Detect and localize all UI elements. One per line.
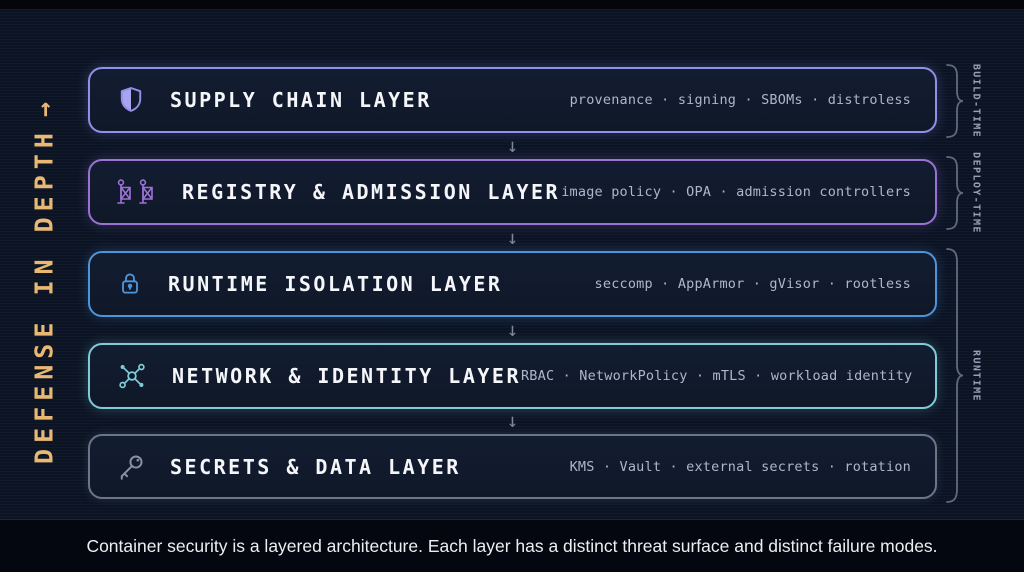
layer-tags: RBAC · NetworkPolicy · mTLS · workload i… [520, 368, 913, 384]
up-arrow-icon: → [29, 102, 59, 118]
layer-registry-admission: REGISTRY & ADMISSION LAYER image policy … [88, 159, 937, 225]
shield-icon [116, 85, 146, 115]
layer-title: REGISTRY & ADMISSION LAYER [182, 180, 561, 204]
side-title-text: DEFENSE IN DEPTH [29, 127, 59, 464]
layer-secrets-data: SECRETS & DATA LAYER KMS · Vault · exter… [88, 434, 937, 499]
layer-title: RUNTIME ISOLATION LAYER [168, 272, 503, 296]
layer-tags: seccomp · AppArmor · gVisor · rootless [594, 276, 911, 292]
footer-caption: Container security is a layered architec… [0, 519, 1024, 572]
layer-title: SECRETS & DATA LAYER [170, 454, 461, 479]
layer-runtime-isolation: RUNTIME ISOLATION LAYER seccomp · AppArm… [88, 251, 937, 317]
down-arrow-icon: ↓ [506, 409, 519, 432]
down-arrow-icon: ↓ [506, 226, 519, 249]
layer-network-identity: NETWORK & IDENTITY LAYER RBAC · NetworkP… [88, 343, 937, 409]
phase-bracket-build-time [944, 64, 966, 138]
down-arrow-icon: ↓ [506, 134, 519, 157]
phase-label-runtime: RUNTIME [970, 350, 982, 402]
layer-title: NETWORK & IDENTITY LAYER [172, 364, 521, 388]
phase-bracket-runtime [944, 248, 966, 503]
down-arrow-icon: ↓ [506, 318, 519, 341]
gate-icon [116, 178, 158, 206]
phase-label-deploy-time: DEPLOY-TIME [970, 152, 982, 234]
lock-icon [116, 270, 144, 298]
key-icon [116, 452, 146, 482]
footer-text: Container security is a layered architec… [86, 536, 938, 556]
phase-bracket-deploy-time [944, 156, 966, 230]
layer-tags: image policy · OPA · admission controlle… [561, 184, 911, 200]
top-strip [0, 0, 1024, 9]
phase-label-build-time: BUILD-TIME [970, 63, 982, 139]
layer-title: SUPPLY CHAIN LAYER [170, 88, 432, 112]
side-title: DEFENSE IN DEPTH → [30, 102, 59, 464]
network-icon [116, 361, 148, 391]
layer-supply-chain: SUPPLY CHAIN LAYER provenance · signing … [88, 67, 937, 133]
layer-tags: KMS · Vault · external secrets · rotatio… [569, 458, 911, 475]
layer-tags: provenance · signing · SBOMs · distroles… [569, 92, 911, 108]
